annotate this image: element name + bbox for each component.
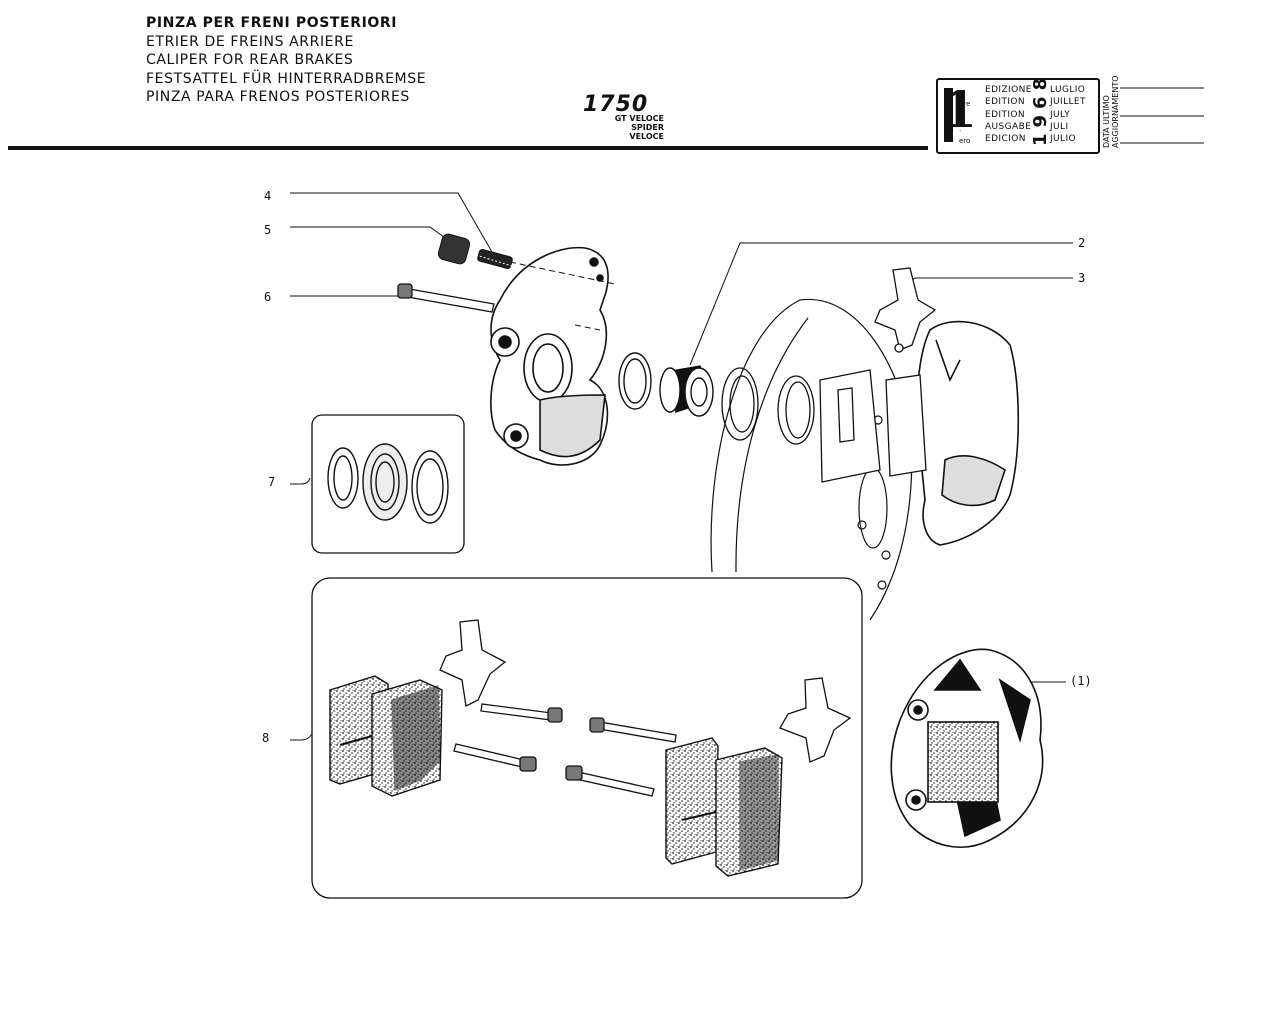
inset-seals-frame	[311, 414, 465, 554]
axis-line-1	[509, 261, 616, 285]
model-number: 1750	[583, 92, 649, 117]
edition-labels: EDIZIONE EDITION EDITION AUSGABE EDICION	[985, 84, 1032, 145]
callout-2: 2	[1078, 236, 1086, 250]
inset-seals	[327, 443, 449, 524]
ordinal-fr: ere	[959, 100, 971, 109]
edition-box	[936, 78, 1100, 154]
bracket-8	[290, 733, 313, 741]
brake-pads-fitted	[819, 369, 927, 483]
header-rule	[8, 146, 928, 150]
edition-label-it: EDIZIONE	[985, 85, 1032, 95]
page-title-block: PINZA PER FRENI POSTERIORI ETRIER DE FRE…	[146, 14, 426, 107]
callout-3: 3	[1078, 271, 1086, 285]
title-french: ETRIER DE FREINS ARRIERE	[146, 33, 354, 50]
axis-line-2	[574, 324, 601, 331]
inset-pads-left	[329, 675, 443, 797]
bracket-7	[290, 477, 311, 485]
brake-disc	[710, 298, 913, 621]
inset-pins	[453, 703, 677, 797]
caliper-half-left	[490, 246, 609, 466]
title-italian: PINZA PER FRENI POSTERIORI	[146, 15, 398, 31]
edition-label-es: EDICION	[985, 134, 1026, 145]
ordinal-en: st	[959, 112, 966, 121]
title-german: FESTSATTEL FÜR HINTERRADBREMSE	[146, 70, 427, 87]
month-de: JULI	[1050, 121, 1069, 132]
bleed-cap	[437, 233, 471, 265]
model-variants: GT VELOCE SPIDER VELOCE	[598, 114, 664, 141]
leader-5	[290, 226, 449, 241]
edition-one-bar	[944, 88, 953, 142]
edition-months: LUGLIO JUILLET JULY JULI JULIO	[1050, 84, 1086, 145]
callout-6: 6	[264, 290, 272, 304]
ordinal-de: .	[959, 124, 962, 133]
guide-pin	[397, 283, 495, 313]
dust-boot-rings	[721, 367, 815, 445]
variant-spider-veloce: SPIDER VELOCE	[629, 123, 664, 141]
leader-4	[290, 192, 493, 253]
month-es: JULIO	[1050, 134, 1076, 145]
edition-ordinals: o ere st . ero	[959, 86, 970, 147]
title-english: CALIPER FOR REAR BRAKES	[146, 52, 354, 68]
piston	[659, 365, 714, 417]
ordinal-es: ero	[959, 137, 971, 146]
month-fr: JUILLET	[1050, 97, 1086, 108]
ordinal-it: o	[959, 88, 964, 96]
callout-5: 5	[264, 223, 272, 237]
callout-7: 7	[268, 475, 276, 489]
edition-label-fr: EDITION	[985, 97, 1026, 108]
inset-pads-frame	[311, 577, 863, 899]
anti-rattle-spring	[874, 267, 937, 353]
edition-label-de: AUSGABE	[985, 121, 1032, 132]
callout-1: (1)	[1070, 674, 1092, 688]
callout-4: 4	[264, 189, 272, 203]
assembled-caliper	[890, 648, 1044, 848]
month-en: JULY	[1050, 109, 1071, 120]
bleed-screw	[475, 248, 513, 270]
piston-seal	[618, 352, 652, 410]
inset-springs	[439, 619, 852, 763]
variant-gt-veloce: GT VELOCE	[614, 114, 664, 123]
title-spanish: PINZA PARA FRENOS POSTERIORES	[146, 89, 410, 105]
month-it: LUGLIO	[1050, 85, 1086, 95]
edition-label-en: EDITION	[985, 109, 1026, 120]
leader-3	[904, 277, 1073, 286]
caliper-half-right	[916, 320, 1020, 546]
leader-2	[689, 242, 1073, 366]
callout-8: 8	[262, 731, 270, 745]
inset-pads-right	[665, 737, 783, 877]
